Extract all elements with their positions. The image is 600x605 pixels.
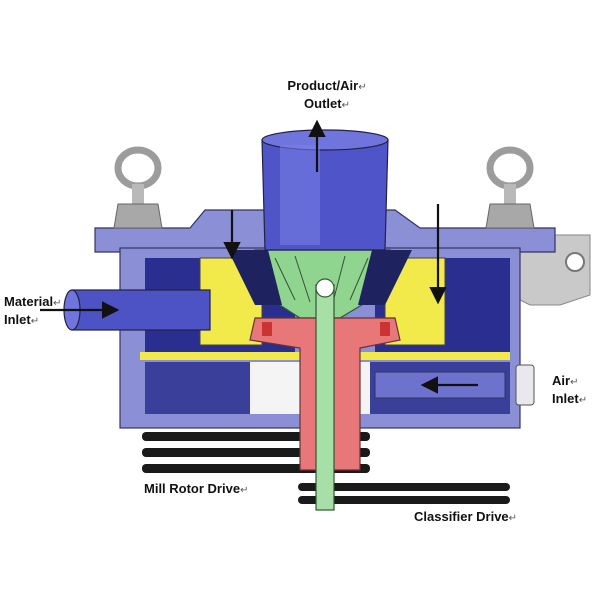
- label-line: Classifier Drive: [414, 509, 509, 524]
- label-line: Product/Air: [287, 78, 359, 93]
- material-inlet-label: Material↵ Inlet↵: [4, 294, 62, 330]
- paragraph-mark: ↵: [508, 513, 518, 524]
- paragraph-mark: ↵: [240, 485, 249, 496]
- drive-belt: [298, 483, 510, 491]
- eyebolt-base: [485, 203, 535, 229]
- classifier-blade: [294, 255, 311, 303]
- product-air-outlet-label: Product/Air↵ Outlet↵: [272, 78, 382, 114]
- classifier-blades: [274, 255, 369, 303]
- product-outlet-pipe: [261, 129, 389, 251]
- outlet-pipe-highlight: [280, 145, 320, 245]
- shaft-cap: [315, 278, 335, 298]
- paragraph-mark: ↵: [578, 395, 588, 406]
- rotor-hammers: [262, 322, 390, 336]
- mill-rotor-drive-label: Mill Rotor Drive↵: [144, 481, 248, 499]
- paragraph-mark: ↵: [30, 316, 40, 327]
- eyebolt-ring: [486, 146, 534, 190]
- eyebolt-stem: [504, 184, 516, 204]
- guide-cone-right: [358, 250, 412, 305]
- lifting-eyebolt-icon: [113, 146, 163, 229]
- label-line: Air: [552, 373, 571, 388]
- paragraph-mark: ↵: [53, 298, 62, 309]
- classifier-blade: [349, 257, 369, 301]
- label-line: Mill Rotor Drive: [144, 481, 241, 496]
- classifier-drive-label: Classifier Drive↵: [414, 509, 517, 527]
- bracket-hole: [565, 252, 585, 272]
- guide-cone-left: [228, 250, 282, 305]
- paragraph-mark: ↵: [358, 82, 367, 93]
- rotor-hammer: [262, 322, 272, 336]
- drive-belt: [298, 496, 510, 504]
- rotor-hammer: [380, 322, 390, 336]
- flow-arrows: [40, 119, 478, 394]
- classifier-blade: [332, 255, 346, 303]
- eyebolt-stem: [132, 184, 144, 204]
- eyebolt-base: [113, 203, 163, 229]
- label-line: Inlet: [552, 391, 579, 406]
- air-inlet-label: Air↵ Inlet↵: [552, 373, 587, 409]
- eyebolt-ring: [114, 146, 162, 190]
- lifting-eyebolt-icon: [485, 146, 535, 229]
- label-line: Inlet: [4, 312, 31, 327]
- label-line: Outlet: [304, 96, 342, 111]
- classifier-shaft: [315, 284, 335, 511]
- paragraph-mark: ↵: [570, 377, 579, 388]
- classifier-blade: [274, 257, 296, 301]
- paragraph-mark: ↵: [341, 100, 350, 111]
- classifier-drive-belts: [298, 483, 510, 504]
- air-inlet-nozzle: [515, 364, 535, 406]
- label-line: Material: [4, 294, 54, 309]
